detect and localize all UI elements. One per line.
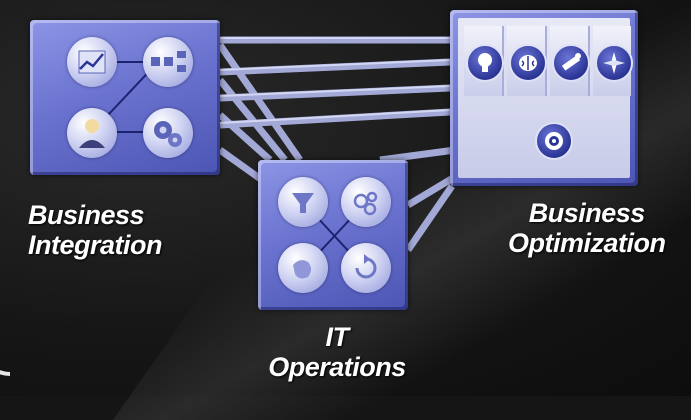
compass-icon xyxy=(595,44,633,82)
business-integration-box xyxy=(30,20,220,175)
business-optimization-label-line2: Optimization xyxy=(508,228,666,258)
business-optimization-label: Business Optimization xyxy=(508,198,666,258)
business-integration-label-line1: Business xyxy=(28,200,145,230)
workflow-icon xyxy=(143,37,193,87)
business-optimization-label-line1: Business xyxy=(528,198,646,228)
telescope-icon xyxy=(552,44,590,82)
brain-icon xyxy=(509,44,547,82)
lightbulb-icon xyxy=(466,44,504,82)
business-optimization-box xyxy=(450,10,638,186)
user-icon xyxy=(67,108,117,158)
it-operations-label-line1: IT xyxy=(325,322,350,352)
funnel-icon xyxy=(278,177,328,227)
it-operations-box xyxy=(258,160,408,310)
business-integration-label-line2: Integration xyxy=(28,230,163,260)
refresh-icon xyxy=(341,243,391,293)
gears-icon xyxy=(143,108,193,158)
bo-inner-panel xyxy=(458,18,633,178)
it-operations-label-line2: Operations xyxy=(268,352,406,382)
globe-icon xyxy=(278,243,328,293)
business-integration-label: Business Integration xyxy=(28,200,163,260)
it-operations-label: IT Operations xyxy=(262,322,412,382)
line-chart-icon xyxy=(67,37,117,87)
target-icon xyxy=(535,122,573,160)
connector-lines xyxy=(217,36,460,252)
bubbles-icon xyxy=(341,177,391,227)
